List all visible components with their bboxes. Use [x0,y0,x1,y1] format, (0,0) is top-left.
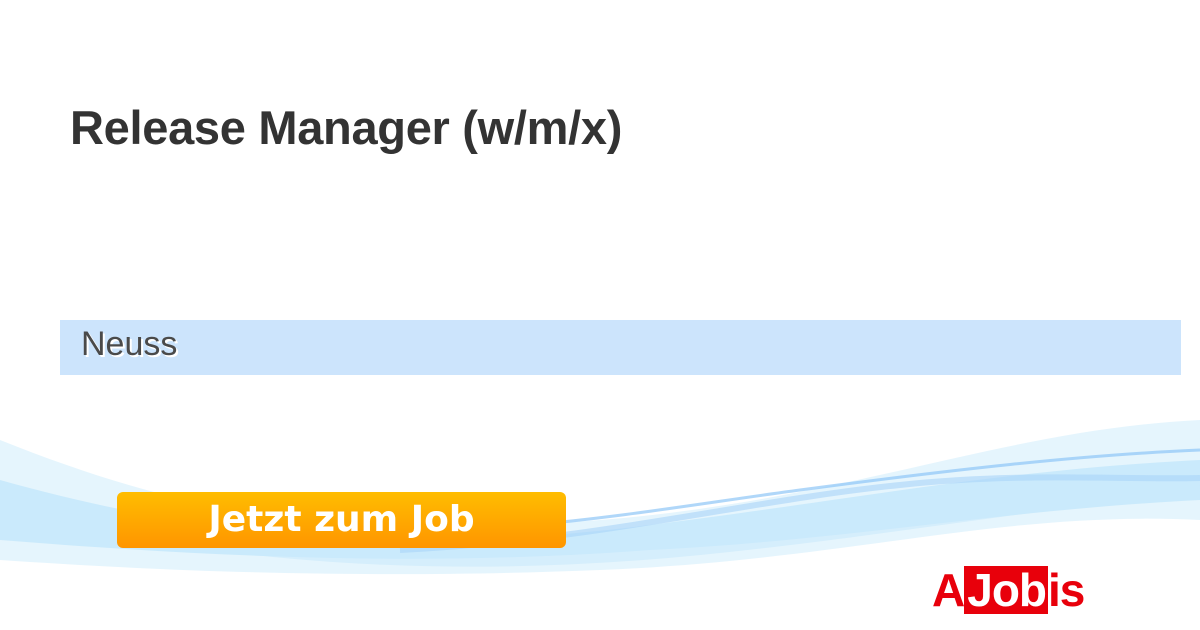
logo-part-a: A [932,564,965,616]
job-location: Neuss [81,325,178,363]
logo-part-is: is [1048,564,1085,616]
location-bar: Neuss [60,320,1181,375]
apply-button[interactable]: Jetzt zum Job [117,492,566,548]
logo-part-job: Job [964,566,1049,614]
ajobis-logo[interactable]: A Job is [932,564,1085,616]
job-title: Release Manager (w/m/x) [70,101,623,154]
